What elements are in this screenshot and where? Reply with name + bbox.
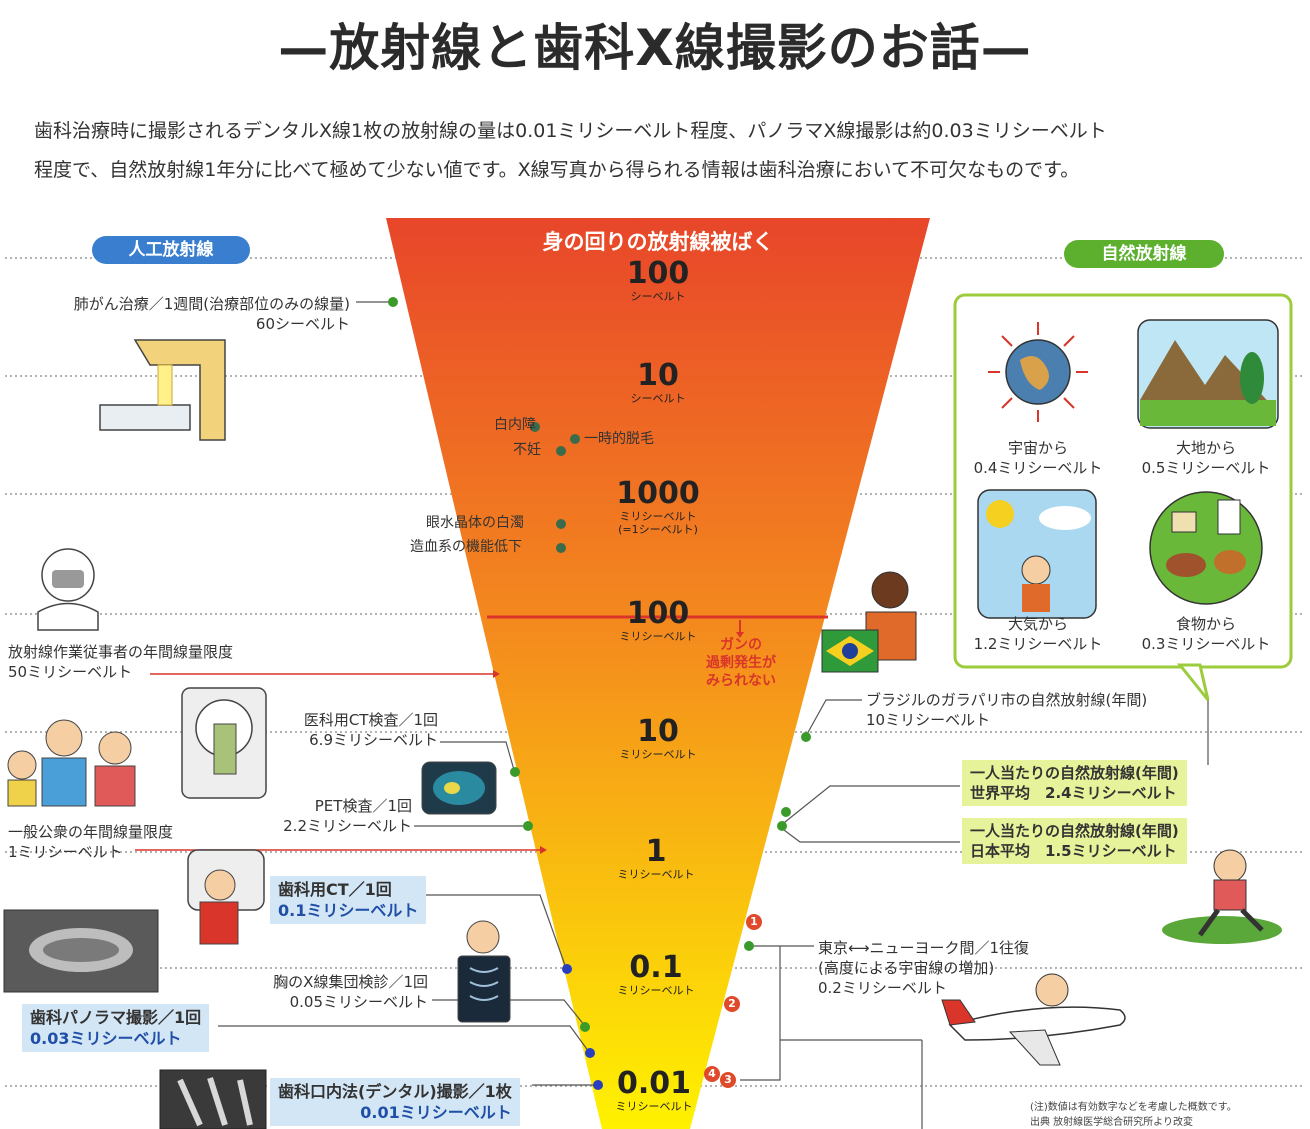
page-title: —放射線と歯科X線撮影のお話— <box>278 19 1032 77</box>
artificial-radiation-label: 人工放射線 <box>92 236 250 264</box>
effect-cancer-note: ガンの過剰発生がみられない <box>706 637 776 689</box>
ct-scanner-illustration <box>181 687 267 799</box>
dental-film-illustration <box>159 1069 267 1129</box>
lung-cancer-label: 肺がん治療／1週間(治療部位のみの線量)60シーベルト <box>73 295 350 333</box>
effect-blood: 造血系の機能低下 <box>410 539 522 555</box>
badge-4: 4 <box>704 1066 720 1082</box>
dose-funnel <box>386 218 930 1129</box>
airplane-illustration <box>941 973 1126 1066</box>
panoramic-xray-illustration <box>3 909 159 993</box>
ground-landscape-illustration <box>1137 319 1279 429</box>
world-average-box: 一人当たりの自然放射線(年間)世界平均 2.4ミリシーベルト <box>962 760 1187 806</box>
family-illustration <box>7 719 136 807</box>
funnel-title: 身の回りの放射線被ばく <box>542 230 774 254</box>
brazil-label: ブラジルのガラパリ市の自然放射線(年間)10ミリシーベルト <box>866 691 1148 729</box>
badge-3: 3 <box>720 1072 736 1088</box>
brazil-person-illustration <box>821 571 917 673</box>
effect-lens-opacity: 眼水晶体の白濁 <box>426 515 524 531</box>
marker-dots <box>388 297 811 1090</box>
flight-label: 東京⟷ニューヨーク間／1往復(高度による宇宙線の増加)0.2ミリシーベルト <box>818 939 1030 997</box>
chest-xray-illustration <box>457 920 511 1023</box>
badge-1: 1 <box>746 914 762 930</box>
intro-line-2: 程度で、自然放射線1年分に比べて極めて少ない値です。X線写真から得られる情報は歯… <box>34 159 1080 181</box>
food-illustration <box>1149 491 1263 605</box>
effect-sterility: 不妊 <box>513 442 541 458</box>
effect-hair-loss: 一時的脱毛 <box>584 431 654 447</box>
natural-radiation-label: 自然放射線 <box>1064 240 1224 268</box>
radiotherapy-machine-illustration <box>99 339 226 441</box>
runner-illustration <box>1162 849 1282 944</box>
badge-2: 2 <box>724 996 740 1012</box>
dental-ct-patient-illustration <box>187 849 265 945</box>
footnote-2: 出典 放射線医学総合研究所より改変 <box>1030 1117 1193 1128</box>
effect-cataract: 白内障 <box>494 417 536 433</box>
intro-line-1: 歯科治療時に撮影されるデンタルX線1枚の放射線の量は0.01ミリシーベルト程度、… <box>34 120 1107 142</box>
earth-space-illustration <box>988 322 1088 422</box>
japan-average-box: 一人当たりの自然放射線(年間)日本平均 1.5ミリシーベルト <box>962 818 1187 864</box>
pet-scan-illustration <box>421 761 497 815</box>
protective-suit-worker-illustration <box>37 548 99 631</box>
footnote-1: (注)数値は有効数字などを考慮した概数です。 <box>1030 1102 1237 1113</box>
air-sun-illustration <box>977 489 1097 619</box>
